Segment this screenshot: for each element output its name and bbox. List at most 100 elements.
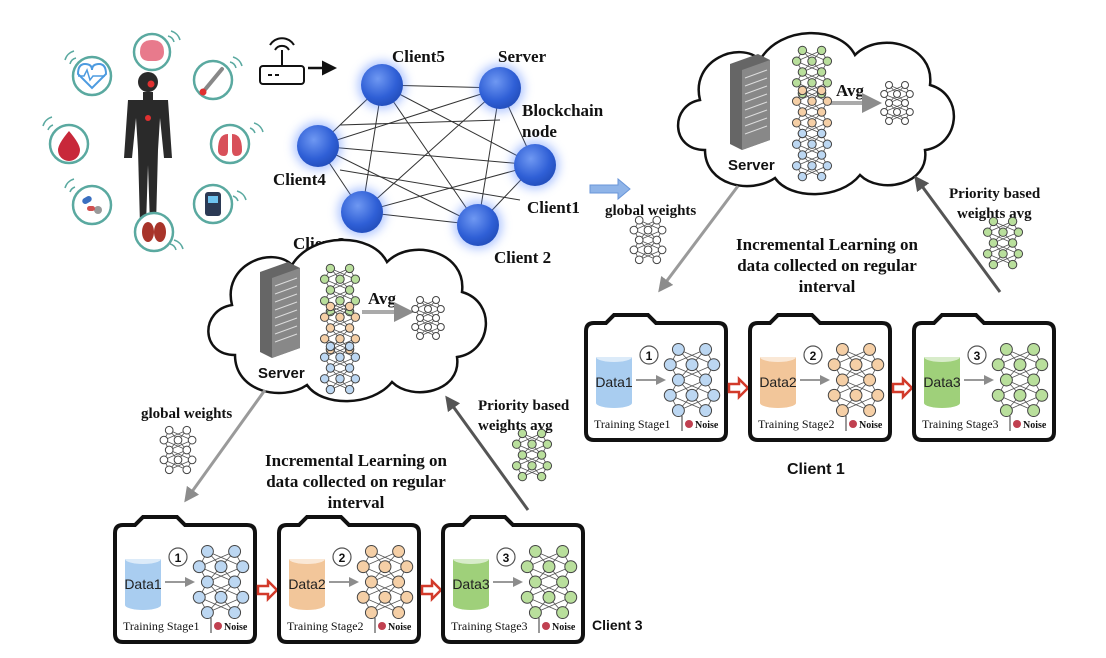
- lungs-icon: [209, 123, 251, 165]
- upper-stage-noise: Noise: [695, 420, 719, 431]
- stage-transition-arrow: [256, 577, 279, 603]
- upper-stage-data-label: Data2: [759, 374, 797, 390]
- lower-cloud-nn-blue: [319, 341, 361, 395]
- lower-incremental-line3: interval: [328, 493, 385, 512]
- upper-cloud-nn-orange: [791, 85, 833, 139]
- upper-stage-number: 3: [974, 349, 981, 363]
- label-node: node: [522, 122, 557, 141]
- lower-global-nn: [159, 425, 197, 475]
- upper-cloud-nn-blue: [791, 128, 833, 182]
- upper-stage-caption: Training Stage1: [594, 417, 671, 431]
- lower-fl-panel: Server Avg global weights Priority based…: [113, 238, 643, 644]
- upper-client-label: Client 1: [787, 461, 845, 478]
- node-client2: [454, 201, 502, 249]
- step-number-icon: [332, 547, 352, 567]
- upper-stage-noise: Noise: [1023, 420, 1047, 431]
- thermometer-icon: [192, 59, 234, 101]
- upper-avg-label: Avg: [836, 81, 865, 100]
- lower-avg-nn: [411, 296, 445, 340]
- upper-global-weights: global weights: [605, 203, 696, 219]
- upper-priority-arrow: [914, 175, 1002, 293]
- lower-avg-label: Avg: [368, 289, 397, 308]
- brain-icon: [132, 32, 172, 72]
- lower-stage-network-icon: [520, 544, 578, 620]
- lower-priority-line2: weights avg: [478, 418, 553, 434]
- lower-stage-caption: Training Stage1: [123, 619, 200, 633]
- lower-stage-noise: Noise: [224, 622, 248, 633]
- database-icon: [924, 357, 960, 403]
- lower-global-arrow: [184, 389, 267, 503]
- node-client4: [294, 122, 342, 170]
- lower-priority-arrow: [445, 395, 530, 511]
- upper-stage-network-icon: [663, 342, 721, 418]
- noise-icon: [214, 622, 222, 630]
- label-client5: Client5: [392, 47, 445, 66]
- lower-stage-number: 1: [175, 551, 182, 565]
- noise-icon: [542, 622, 550, 630]
- database-icon: [453, 559, 489, 605]
- blockchain-network: Client5 Server Blockchain node Client4 C…: [273, 47, 604, 267]
- lower-stage-caption: Training Stage2: [287, 619, 364, 633]
- lower-server-icon: [260, 262, 300, 358]
- upper-incremental-line3: interval: [799, 277, 856, 296]
- lower-cloud-nn-orange: [319, 301, 361, 355]
- lower-server-label: Server: [258, 365, 305, 382]
- label-server: Server: [498, 47, 547, 66]
- lower-stage-number: 2: [339, 551, 346, 565]
- lower-stage-number: 3: [503, 551, 510, 565]
- upper-incremental-line1: Incremental Learning on: [736, 235, 919, 254]
- upper-priority-line1: Priority based: [949, 186, 1041, 202]
- upper-stage-number: 1: [646, 349, 653, 363]
- lower-incremental-line1: Incremental Learning on: [265, 451, 448, 470]
- upper-stage-noise: Noise: [859, 420, 883, 431]
- noise-icon: [849, 420, 857, 428]
- lower-stage-data-label: Data2: [288, 576, 326, 592]
- router-icon: [259, 37, 337, 85]
- upper-stage-network-icon: [827, 342, 885, 418]
- lower-stage-network-icon: [192, 544, 250, 620]
- iot-health-devices: [42, 30, 264, 253]
- step-number-icon: [967, 345, 987, 365]
- database-icon: [289, 559, 325, 605]
- lower-stage-network-icon: [356, 544, 414, 620]
- lower-stage-noise: Noise: [552, 622, 576, 633]
- upper-stage-network-icon: [991, 342, 1049, 418]
- upper-global-arrow: [658, 185, 740, 293]
- noise-icon: [1013, 420, 1021, 428]
- label-blockchain: Blockchain: [522, 101, 604, 120]
- database-icon: [760, 357, 796, 403]
- upper-stage-data-label: Data1: [595, 374, 633, 390]
- human-body-icon: [124, 72, 172, 225]
- glucometer-icon: [192, 183, 234, 225]
- label-client2: Client 2: [494, 248, 551, 267]
- lower-client-label: Client 3: [592, 617, 643, 633]
- node-client1: [511, 141, 559, 189]
- step-number-icon: [168, 547, 188, 567]
- label-client4: Client4: [273, 170, 326, 189]
- heart-monitor-icon: [71, 55, 113, 97]
- upper-server-label: Server: [728, 157, 775, 174]
- pills-icon: [71, 184, 113, 226]
- lower-stage-data-label: Data3: [452, 576, 490, 592]
- database-icon: [596, 357, 632, 403]
- upper-incremental-line2: data collected on regular: [737, 256, 917, 275]
- kidney-icon: [133, 211, 175, 253]
- upper-avg-nn: [880, 81, 914, 125]
- upper-server-icon: [730, 54, 770, 150]
- upper-stage-number: 2: [810, 349, 817, 363]
- label-client1: Client1: [527, 198, 580, 217]
- lower-stage-caption: Training Stage3: [451, 619, 528, 633]
- node-server: [476, 64, 524, 112]
- upper-stage-data-label: Data3: [923, 374, 961, 390]
- step-number-icon: [639, 345, 659, 365]
- noise-icon: [685, 420, 693, 428]
- network-to-server-arrow: [589, 177, 631, 201]
- stage-transition-arrow: [420, 577, 443, 603]
